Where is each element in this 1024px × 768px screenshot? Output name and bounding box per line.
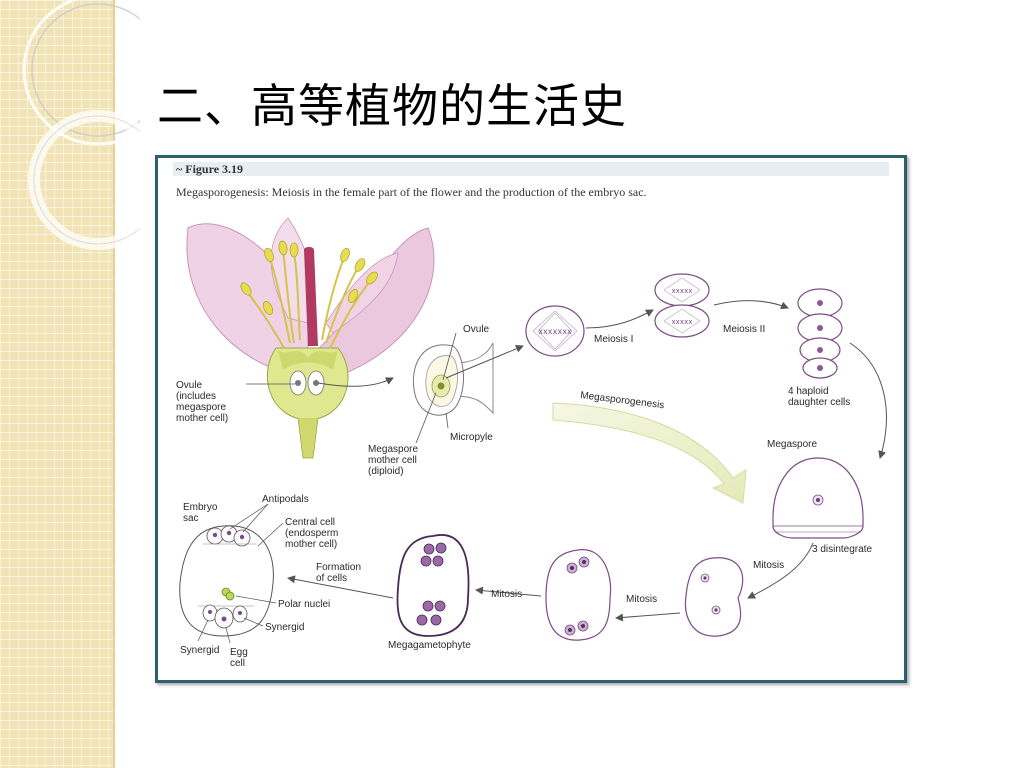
svg-text:xxxxx: xxxxx: [671, 288, 692, 296]
label-central-1: Central cell: [285, 517, 335, 528]
arrow-meiosis-two: [713, 300, 789, 310]
label-ovule-includes-2: (includes: [176, 391, 216, 402]
four-nucleate-cell: [545, 549, 612, 641]
label-embryo-1: Embryo: [183, 502, 218, 513]
label-synergid-right: Synergid: [265, 622, 304, 633]
label-polar-nuclei: Polar nuclei: [278, 599, 330, 610]
flower-illustration: [186, 217, 435, 459]
svg-text:xxxxx: xxxxx: [671, 319, 692, 327]
label-antipodals: Antipodals: [262, 494, 309, 505]
megasporogenesis-diagram: ~ Figure 3.19 Megasporogenesis: Meiosis …: [173, 162, 889, 669]
label-three-disintegrate: 3 disintegrate: [812, 544, 872, 555]
label-egg-2: cell: [230, 658, 245, 669]
label-msmc-2: mother cell: [368, 455, 417, 466]
label-megaspore: Megaspore: [767, 439, 817, 450]
decorative-rings: [22, 0, 140, 250]
label-ovule-includes-1: Ovule: [176, 380, 203, 391]
label-meiosis-two: Meiosis II: [723, 324, 765, 335]
svg-text:xxxxxxx: xxxxxxx: [538, 328, 572, 337]
embryo-sac: [179, 525, 274, 637]
meiosis-one-cell: xxxxxxx: [525, 305, 585, 357]
megaspore-cell: [772, 457, 864, 539]
arrow-to-megaspore: [849, 342, 887, 459]
arrow-mitosis-b: [615, 612, 681, 622]
label-central-2: (endosperm: [285, 528, 338, 539]
label-haploid-1: 4 haploid: [788, 386, 829, 397]
label-msmc-3: (diploid): [368, 466, 404, 477]
label-synergid-left: Synergid: [180, 645, 219, 656]
label-mitosis-c: Mitosis: [491, 589, 522, 600]
arrow-to-meiosis: [445, 344, 524, 379]
arrow-meiosis-one: [585, 309, 654, 329]
label-embryo-2: sac: [183, 513, 199, 524]
megagametophyte-cell: [396, 534, 470, 637]
ovule-illustration: [412, 342, 494, 416]
meiosis-two-cells: xxxxx xxxxx: [654, 273, 710, 338]
megasporogenesis-arrow: [552, 402, 747, 504]
figure-number: ~ Figure 3.19: [176, 162, 243, 176]
label-ovule: Ovule: [463, 324, 490, 335]
label-micropyle: Micropyle: [450, 432, 493, 443]
label-ovule-includes-3: megaspore: [176, 402, 226, 413]
arrow-formation: [287, 575, 394, 599]
figure-header-band: [173, 162, 889, 176]
label-haploid-2: daughter cells: [788, 397, 850, 408]
label-megagametophyte: Megagametophyte: [388, 640, 471, 651]
two-nucleate-cell: [684, 557, 744, 637]
arrow-mitosis-a: [747, 542, 814, 599]
haploid-nuclei: [817, 300, 823, 371]
label-formation-2: of cells: [316, 573, 347, 584]
slide-title: 二、高等植物的生活史: [157, 79, 627, 133]
label-ovule-includes-4: mother cell): [176, 413, 228, 424]
label-formation-1: Formation: [316, 562, 361, 573]
label-central-3: mother cell): [285, 539, 337, 550]
arrow-to-ovule: [317, 377, 394, 387]
arrow-mitosis-c: [475, 586, 542, 597]
label-msmc-1: Megaspore: [368, 444, 418, 455]
figure-panel: ~ Figure 3.19 Megasporogenesis: Meiosis …: [155, 155, 907, 683]
label-egg-1: Egg: [230, 647, 248, 658]
label-mitosis-a: Mitosis: [753, 560, 784, 571]
label-mitosis-b: Mitosis: [626, 594, 657, 605]
figure-caption: Megasporogenesis: Meiosis in the female …: [176, 185, 647, 199]
label-meiosis-one: Meiosis I: [594, 334, 633, 345]
